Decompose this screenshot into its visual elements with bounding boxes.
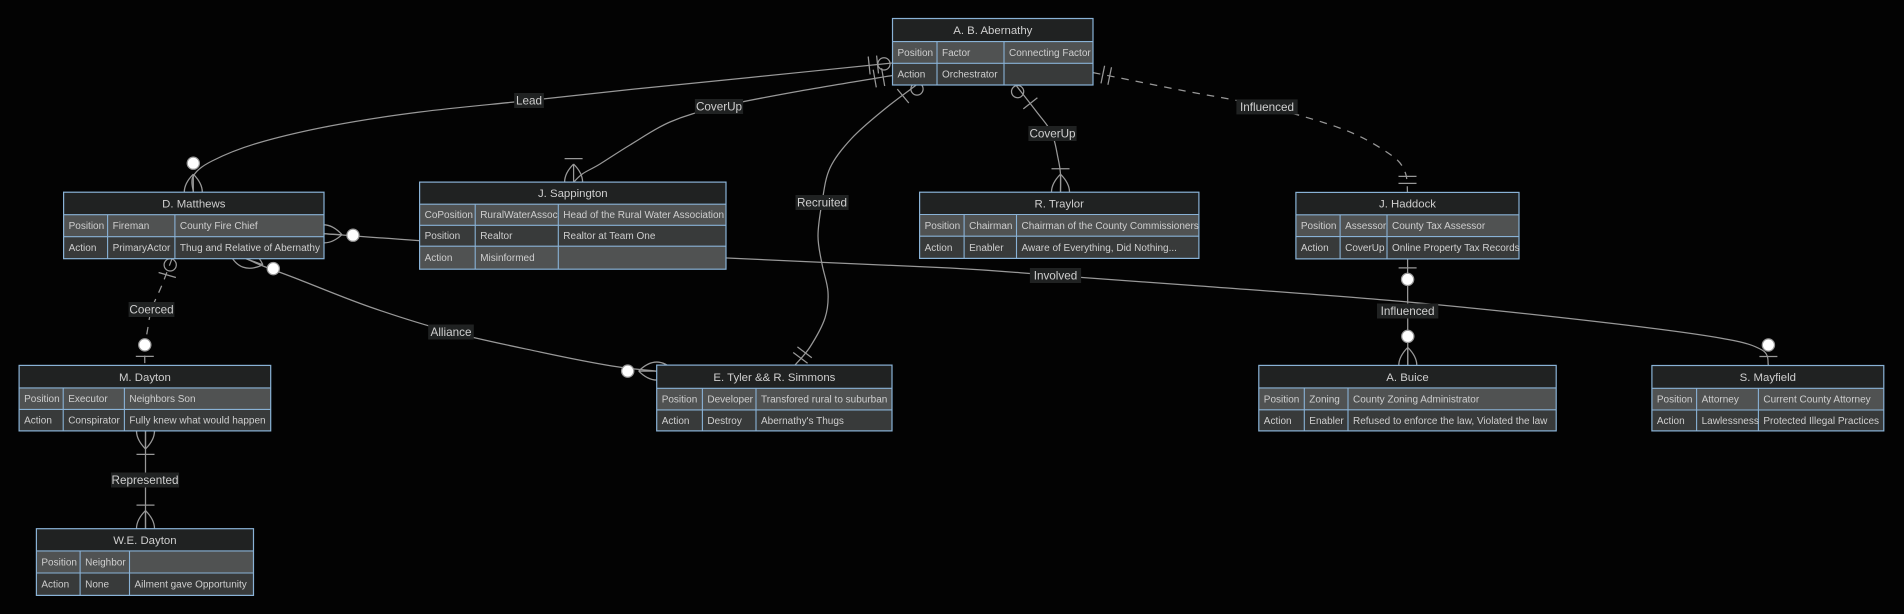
- svg-text:Position: Position: [425, 231, 461, 242]
- svg-text:D. Matthews: D. Matthews: [162, 199, 226, 211]
- svg-text:Fireman: Fireman: [113, 221, 150, 232]
- svg-text:Action: Action: [925, 243, 953, 254]
- svg-text:Position: Position: [898, 48, 934, 59]
- svg-text:Fully knew what would happen: Fully knew what would happen: [129, 416, 265, 427]
- svg-text:Influenced: Influenced: [1240, 101, 1294, 114]
- svg-text:Chairman: Chairman: [969, 221, 1012, 232]
- svg-text:Chairman of the County Commiss: Chairman of the County Commissioners: [1022, 221, 1199, 232]
- svg-text:Represented: Represented: [112, 474, 179, 487]
- svg-text:Neighbor: Neighbor: [85, 558, 126, 569]
- svg-text:Developer: Developer: [707, 395, 753, 406]
- svg-text:Action: Action: [662, 416, 690, 427]
- svg-text:Involved: Involved: [1034, 270, 1078, 283]
- svg-text:Lead: Lead: [516, 95, 542, 108]
- svg-text:Factor: Factor: [942, 48, 971, 59]
- svg-text:Action: Action: [41, 580, 69, 591]
- svg-text:Head of the Rural Water Associ: Head of the Rural Water Association: [563, 210, 724, 221]
- svg-text:Lawlessness: Lawlessness: [1702, 416, 1759, 427]
- svg-text:Position: Position: [662, 395, 698, 406]
- svg-text:M. Dayton: M. Dayton: [119, 372, 171, 384]
- svg-text:Action: Action: [1301, 243, 1329, 254]
- svg-text:Action: Action: [898, 70, 926, 81]
- svg-text:Action: Action: [24, 416, 52, 427]
- svg-text:Thug and Relative of Abernathy: Thug and Relative of Abernathy: [180, 243, 320, 254]
- svg-text:J. Haddock: J. Haddock: [1379, 199, 1436, 211]
- svg-text:Enabler: Enabler: [1309, 416, 1344, 427]
- svg-text:Action: Action: [425, 253, 453, 264]
- svg-text:Position: Position: [24, 394, 60, 405]
- svg-text:Action: Action: [1657, 416, 1685, 427]
- svg-text:A. Buice: A. Buice: [1386, 372, 1428, 384]
- svg-text:Protected Illegal Practices: Protected Illegal Practices: [1763, 416, 1879, 427]
- svg-text:Orchestrator: Orchestrator: [942, 70, 998, 81]
- svg-text:Coerced: Coerced: [129, 304, 173, 317]
- svg-text:Refused to enforce the law, Vi: Refused to enforce the law, Violated the…: [1353, 416, 1548, 427]
- svg-text:Position: Position: [1301, 221, 1337, 232]
- svg-text:Attorney: Attorney: [1702, 395, 1739, 406]
- svg-text:Position: Position: [925, 221, 961, 232]
- svg-text:Alliance: Alliance: [431, 326, 472, 339]
- svg-text:Zoning: Zoning: [1309, 394, 1340, 405]
- svg-text:Online Property Tax Records: Online Property Tax Records: [1392, 243, 1520, 254]
- svg-text:County Zoning Administrator: County Zoning Administrator: [1353, 394, 1480, 405]
- svg-text:W.E. Dayton: W.E. Dayton: [113, 535, 176, 547]
- svg-text:Executor: Executor: [68, 394, 108, 405]
- svg-text:Connecting Factor: Connecting Factor: [1009, 48, 1091, 59]
- svg-text:Neighbors Son: Neighbors Son: [129, 394, 195, 405]
- svg-text:Conspirator: Conspirator: [68, 416, 120, 427]
- svg-text:Current County Attorney: Current County Attorney: [1763, 395, 1870, 406]
- svg-text:Ailment gave Opportunity: Ailment gave Opportunity: [135, 580, 247, 591]
- svg-text:Realtor at Team One: Realtor at Team One: [563, 231, 656, 242]
- svg-text:Action: Action: [1264, 416, 1292, 427]
- svg-text:Abernathy's Thugs: Abernathy's Thugs: [761, 416, 844, 427]
- svg-text:J. Sappington: J. Sappington: [538, 188, 608, 200]
- svg-text:A. B. Abernathy: A. B. Abernathy: [953, 25, 1032, 37]
- svg-text:Position: Position: [1657, 395, 1693, 406]
- svg-text:Position: Position: [69, 221, 105, 232]
- svg-text:Enabler: Enabler: [969, 243, 1004, 254]
- svg-text:Influenced: Influenced: [1381, 305, 1435, 318]
- svg-text:Recruited: Recruited: [797, 197, 847, 210]
- svg-text:R. Traylor: R. Traylor: [1035, 198, 1085, 210]
- svg-text:Position: Position: [41, 558, 77, 569]
- svg-text:PrimaryActor: PrimaryActor: [113, 243, 171, 254]
- svg-text:Realtor: Realtor: [480, 231, 513, 242]
- svg-text:CoverUp: CoverUp: [1345, 243, 1385, 254]
- svg-text:County Tax Assessor: County Tax Assessor: [1392, 221, 1486, 232]
- svg-text:Position: Position: [1264, 394, 1300, 405]
- svg-text:Action: Action: [69, 243, 97, 254]
- svg-text:County Fire Chief: County Fire Chief: [180, 221, 258, 232]
- svg-text:CoverUp: CoverUp: [696, 101, 743, 114]
- svg-text:Transfored rural to suburban: Transfored rural to suburban: [761, 395, 887, 406]
- svg-text:Aware of Everything, Did Nothi: Aware of Everything, Did Nothing...: [1022, 243, 1177, 254]
- svg-text:CoPosition: CoPosition: [425, 210, 473, 221]
- svg-text:Misinformed: Misinformed: [480, 253, 534, 264]
- svg-text:S. Mayfield: S. Mayfield: [1740, 372, 1796, 384]
- svg-text:CoverUp: CoverUp: [1029, 128, 1076, 141]
- svg-text:Assessor: Assessor: [1345, 221, 1387, 232]
- svg-text:RuralWaterAssoc: RuralWaterAssoc: [480, 210, 557, 221]
- svg-text:None: None: [85, 580, 109, 591]
- svg-text:E. Tyler && R. Simmons: E. Tyler && R. Simmons: [713, 372, 835, 384]
- svg-text:Destroy: Destroy: [707, 416, 741, 427]
